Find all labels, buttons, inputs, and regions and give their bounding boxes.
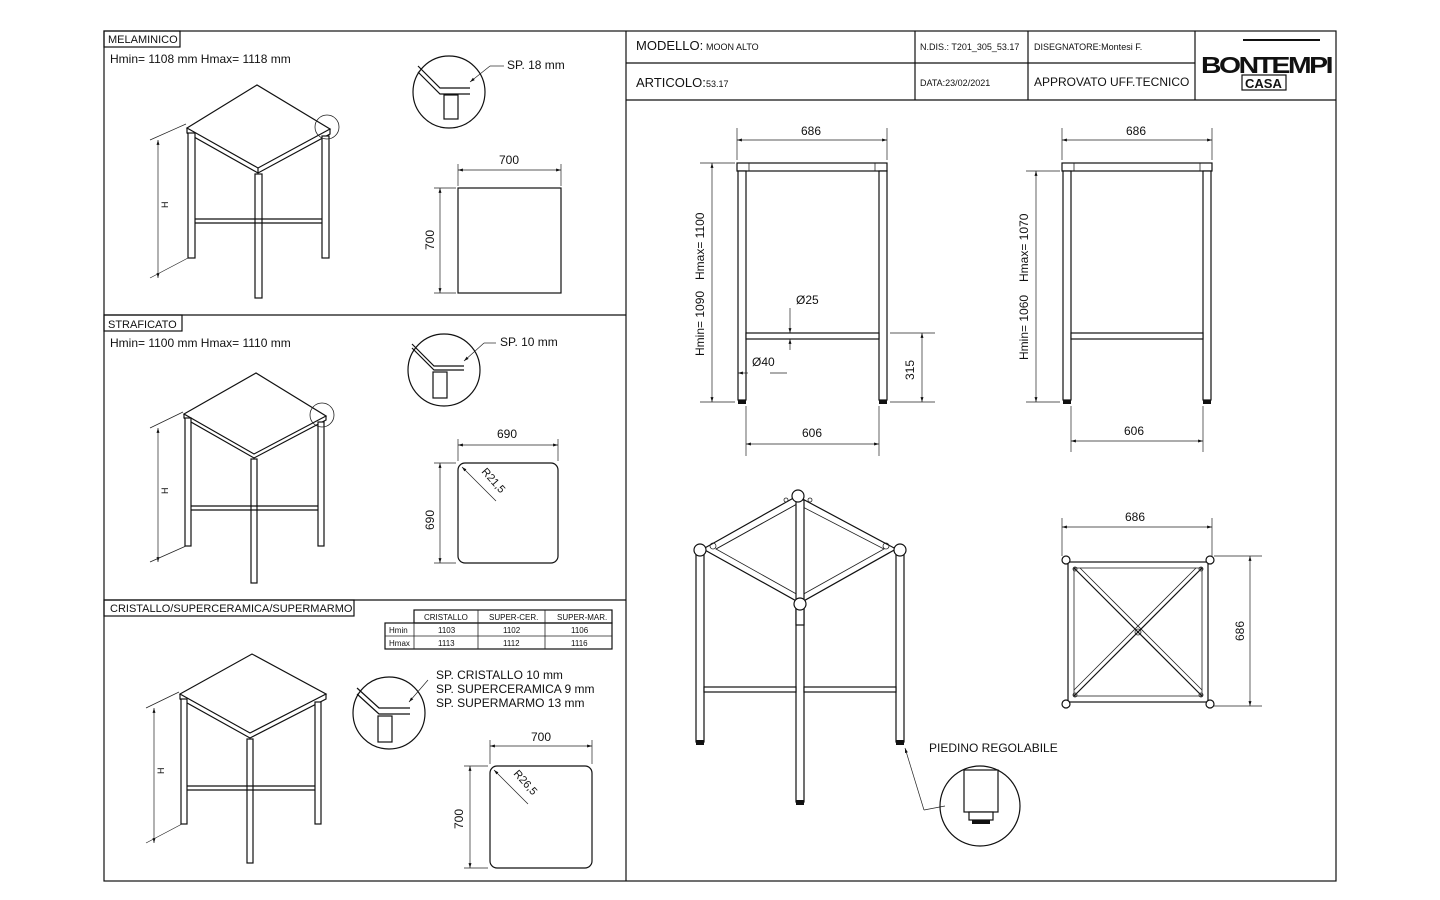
iso-table-drawing: H <box>149 372 335 584</box>
articolo-label: ARTICOLO: <box>636 75 706 90</box>
drawing-number: N.DIS.: T201_305_53.17 <box>920 42 1019 52</box>
thickness-label: SP. 18 mm <box>507 58 565 72</box>
modello-value: MOON ALTO <box>706 42 759 52</box>
plan-depth: 686 <box>1233 621 1247 641</box>
front-hmin: Hmin= 1090 <box>693 291 707 356</box>
plan-width: 686 <box>1125 510 1145 524</box>
designer: DISEGNATORE:Montesi F. <box>1034 42 1142 52</box>
top-depth: 700 <box>452 809 466 829</box>
top-depth: 700 <box>423 230 437 250</box>
top-view: 690 690 R21,5 <box>423 427 559 564</box>
top-depth: 690 <box>423 510 437 530</box>
table-cell: 1103 <box>438 626 456 635</box>
heights-table: CRISTALLO SUPER-CER. SUPER-MAR. Hmin Hma… <box>384 609 613 650</box>
table-header: CRISTALLO <box>424 613 468 622</box>
thickness-detail: SP. 10 mm <box>407 333 558 407</box>
iso-table-drawing: H <box>149 84 340 299</box>
height-range: Hmin= 1108 mm Hmax= 1118 mm <box>110 52 291 66</box>
thickness-detail: SP. CRISTALLO 10 mm SP. SUPERCERAMICA 9 … <box>352 668 594 750</box>
foot-detail: PIEDINO REGOLABILE <box>904 741 1058 847</box>
front-width: 686 <box>801 124 821 138</box>
title-block: MODELLO: MOON ALTO N.DIS.: T201_305_53.1… <box>626 31 1336 101</box>
section-melaminico: MELAMINICO Hmin= 1108 mm Hmax= 1118 mm H <box>103 30 565 299</box>
height-range: Hmin= 1100 mm Hmax= 1110 mm <box>110 336 291 350</box>
height-label: H <box>160 488 170 495</box>
modello-label: MODELLO: <box>636 38 703 53</box>
brand-logo: BONTEMPI CASA <box>1201 39 1334 91</box>
articolo-value: 53.17 <box>706 79 729 89</box>
leg-diameter: Ø40 <box>752 355 775 369</box>
front-view: 686 606 Hmin= 1090 Hmax= 1100 Ø25 Ø40 31… <box>693 124 935 456</box>
thickness-label: SP. 10 mm <box>500 335 558 349</box>
top-view: 700 700 <box>423 153 562 294</box>
top-width: 690 <box>497 427 517 441</box>
drawing-date: DATA:23/02/2021 <box>920 78 990 88</box>
section-title: STRAFICATO <box>108 319 177 331</box>
section-cristallo: CRISTALLO/SUPERCERAMICA/SUPERMARMO CRIST… <box>103 599 613 869</box>
foot-label: PIEDINO REGOLABILE <box>929 741 1058 755</box>
logo-main: BONTEMPI <box>1201 52 1332 78</box>
table-row-label: Hmin <box>389 626 408 635</box>
table-cell: 1112 <box>503 639 520 648</box>
section-title: MELAMINICO <box>108 34 178 46</box>
rail-height: 315 <box>903 360 917 380</box>
thickness-cristallo: SP. CRISTALLO 10 mm <box>436 668 563 682</box>
thickness-supermarmo: SP. SUPERMARMO 13 mm <box>436 696 584 710</box>
table-row-label: Hmax <box>389 639 410 648</box>
side-view: 686 606 Hmin= 1060 Hmax= 1070 <box>1017 124 1213 452</box>
section-title: CRISTALLO/SUPERCERAMICA/SUPERMARMO <box>110 603 353 615</box>
side-hmin: Hmin= 1060 <box>1017 295 1031 360</box>
approval: APPROVATO UFF.TECNICO <box>1034 75 1189 89</box>
thickness-detail: SP. 18 mm <box>412 55 565 129</box>
table-cell: 1102 <box>503 626 521 635</box>
height-label: H <box>160 202 170 209</box>
corner-radius: R26,5 <box>511 768 540 798</box>
side-hmax: Hmax= 1070 <box>1017 213 1031 282</box>
side-base: 606 <box>1124 424 1144 438</box>
front-base: 606 <box>802 426 822 440</box>
table-cell: 1116 <box>571 639 588 648</box>
corner-radius: R21,5 <box>479 466 508 496</box>
side-width: 686 <box>1126 124 1146 138</box>
table-header: SUPER-MAR. <box>557 613 607 622</box>
section-title-box <box>103 30 181 48</box>
section-stratificato: STRAFICATO Hmin= 1100 mm Hmax= 1110 mm H… <box>103 314 559 584</box>
logo-sub: CASA <box>1245 76 1282 91</box>
front-hmax: Hmax= 1100 <box>693 212 707 280</box>
tube-diameter: Ø25 <box>796 293 819 307</box>
sheet-border <box>103 30 1337 882</box>
iso-table-drawing: H <box>145 653 328 864</box>
table-cell: 1113 <box>438 639 455 648</box>
table-cell: 1106 <box>571 626 589 635</box>
plan-view: 686 686 <box>1061 510 1262 709</box>
height-label: H <box>156 768 166 775</box>
top-view: 700 700 R26,5 <box>452 730 593 869</box>
iso-frame-view <box>693 489 907 805</box>
table-header: SUPER-CER. <box>489 613 538 622</box>
top-width: 700 <box>531 730 551 744</box>
top-width: 700 <box>499 153 519 167</box>
thickness-superceramica: SP. SUPERCERAMICA 9 mm <box>436 682 594 696</box>
